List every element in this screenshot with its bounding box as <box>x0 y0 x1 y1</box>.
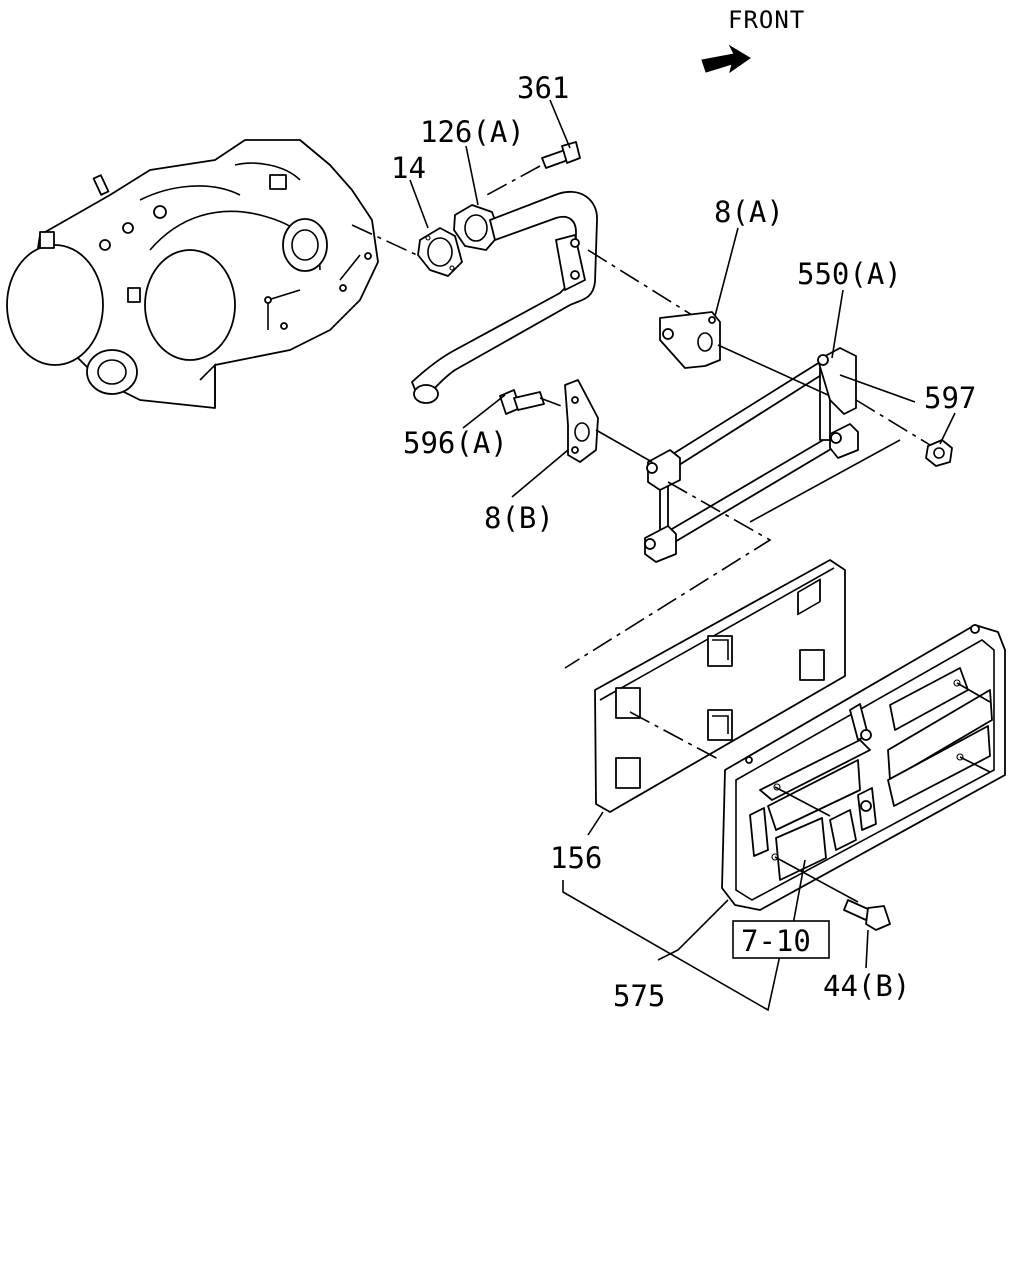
leader-lines <box>409 99 956 1012</box>
callout-7-10: 7-10 <box>741 924 811 958</box>
frame-550a <box>644 347 859 563</box>
callout-8a: 8(A) <box>714 195 784 229</box>
bolt-44b <box>843 899 891 931</box>
callout-14: 14 <box>391 151 426 185</box>
panel-156 <box>594 559 846 813</box>
bolt-596a <box>499 389 573 415</box>
alignment-line <box>564 481 772 669</box>
alignment-line <box>717 344 829 396</box>
bracket-8b <box>564 379 599 463</box>
reference-box <box>732 920 830 959</box>
bracket-8a <box>659 311 721 369</box>
callout-156: 156 <box>550 841 602 875</box>
alignment-line <box>351 224 433 263</box>
front-arrow-icon <box>701 44 751 74</box>
callout-550a: 550(A) <box>797 257 902 291</box>
alignment-line <box>839 374 916 403</box>
callout-44b: 44(B) <box>823 969 910 1003</box>
callout-597: 597 <box>924 381 976 415</box>
callout-575: 575 <box>613 979 665 1013</box>
bolt-361 <box>484 141 581 197</box>
alignment-line <box>587 249 701 321</box>
callout-596a: 596(A) <box>403 426 508 460</box>
exhaust-pipe-126a <box>411 190 598 404</box>
alignment-line <box>749 439 901 523</box>
callout-8b: 8(B) <box>484 501 554 535</box>
alignment-line <box>959 756 991 773</box>
alignment-line <box>629 711 721 761</box>
alignment-line <box>595 429 653 463</box>
engine-assembly <box>6 139 379 409</box>
callout-126a: 126(A) <box>420 115 525 149</box>
gasket-14 <box>417 227 463 277</box>
nut-597 <box>925 439 953 467</box>
alignment-line <box>774 856 859 903</box>
callout-361: 361 <box>517 71 569 105</box>
alignment-line <box>956 682 991 703</box>
front-direction-label: FRONT <box>728 6 805 34</box>
alignment-line <box>774 786 831 817</box>
alignment-line <box>855 399 936 449</box>
